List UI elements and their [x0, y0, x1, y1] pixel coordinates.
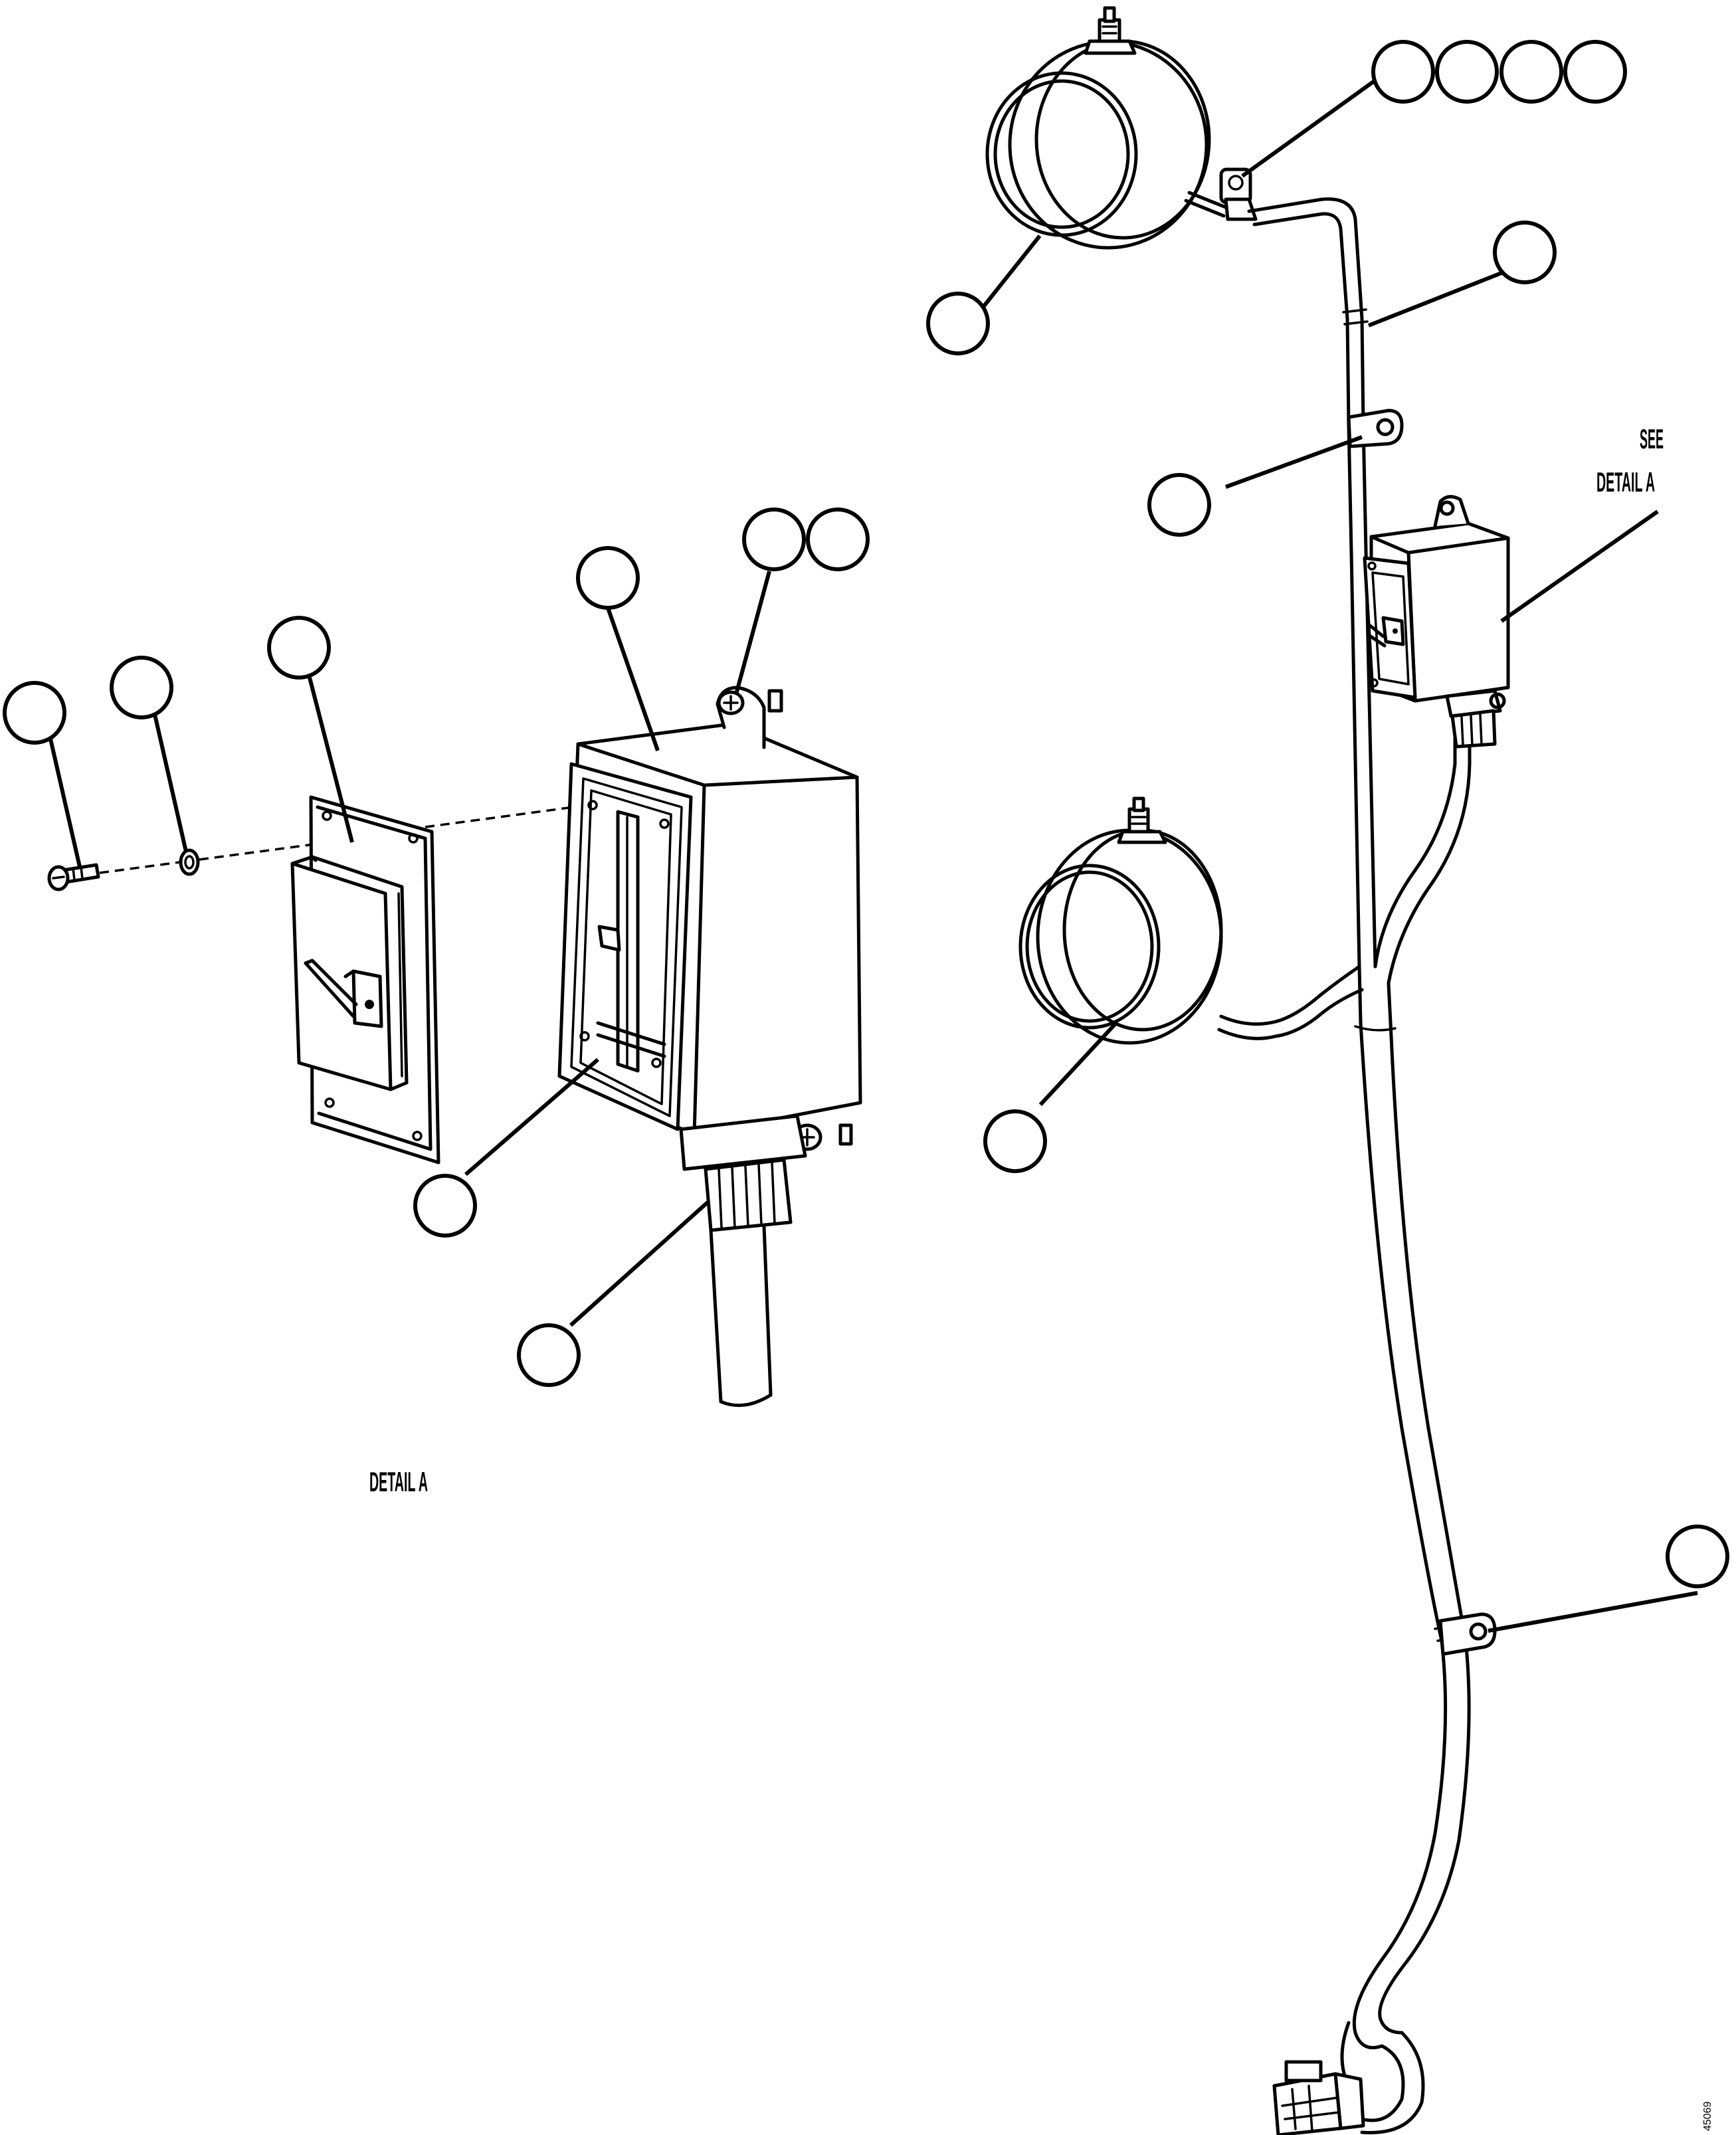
- balloon: [1666, 1525, 1729, 1588]
- detail-a-callout-label: DETAIL A: [1596, 466, 1655, 498]
- see-label: SEE: [1640, 423, 1664, 454]
- wire-harness: [1217, 197, 1472, 2134]
- balloon: [1371, 40, 1435, 104]
- balloon: [742, 508, 806, 571]
- cable-clamp-upper: [1219, 167, 1258, 221]
- balloon: [1493, 221, 1557, 284]
- cable-gland: [679, 1114, 807, 1408]
- drawing-number: 45069: [1702, 2101, 1713, 2131]
- balloon: [267, 616, 331, 680]
- switch-box-assembled: [1363, 495, 1510, 749]
- balloon: [1563, 40, 1627, 104]
- harness-connector: [1272, 2060, 1365, 2135]
- upper-work-light: [985, 6, 1228, 250]
- balloon: [1499, 40, 1563, 104]
- switch-box-body: [557, 686, 862, 1151]
- balloon: [1435, 40, 1499, 104]
- balloon: [517, 1323, 581, 1387]
- lower-work-light: [1018, 796, 1223, 1045]
- leader-lines: [46, 70, 1698, 1633]
- switch-plate: [290, 795, 440, 1164]
- lock-washer: [179, 848, 200, 876]
- balloon: [983, 1109, 1047, 1173]
- balloon: [1147, 473, 1211, 537]
- balloon: [110, 656, 173, 719]
- balloon: [806, 508, 870, 571]
- callout-balloons: [3, 40, 1729, 1588]
- balloon: [576, 546, 640, 610]
- detail-a-caption: DETAIL A: [369, 1466, 428, 1497]
- balloon: [926, 292, 990, 355]
- screw: [47, 863, 100, 891]
- harness-clamp-lower: [1438, 1612, 1497, 1656]
- balloon: [413, 1174, 477, 1238]
- balloon: [3, 681, 66, 745]
